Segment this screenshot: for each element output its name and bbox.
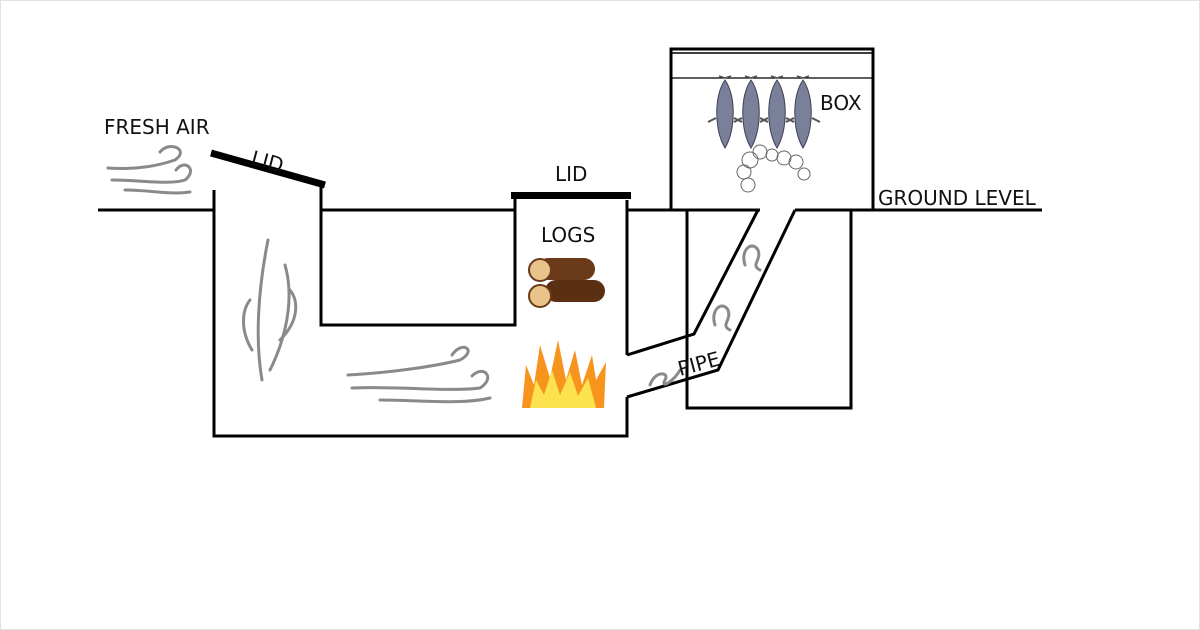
smoke-box [669,47,875,210]
left-lid[interactable] [210,149,326,189]
pipe-housing [685,210,853,410]
fresh-air-label: FRESH AIR [104,115,210,139]
left-lid-label: LID [249,146,287,178]
pipe-label: PIPE [675,347,722,381]
air-tunnel [212,185,629,438]
ground-level-label: GROUND LEVEL [878,186,1037,210]
logs-icon [528,258,605,308]
logs-label: LOGS [541,223,595,247]
fish-icon [707,75,743,149]
fresh-air-wind-icon [106,145,192,195]
pipe-smoke-icon [648,244,762,387]
rising-air-icon [242,238,298,382]
fire-icon [522,340,606,408]
fish-icon [733,75,769,149]
smoke-pipe [626,209,797,399]
firebox-lid[interactable] [511,192,631,199]
firebox-lid-label: LID [555,162,587,186]
smoke-cloud-icon [736,144,811,193]
fish-icon [785,75,821,149]
hanging-fish [707,75,821,149]
box-label: BOX [820,91,862,115]
tunnel-air-icon [346,345,492,404]
fish-icon [759,75,795,149]
